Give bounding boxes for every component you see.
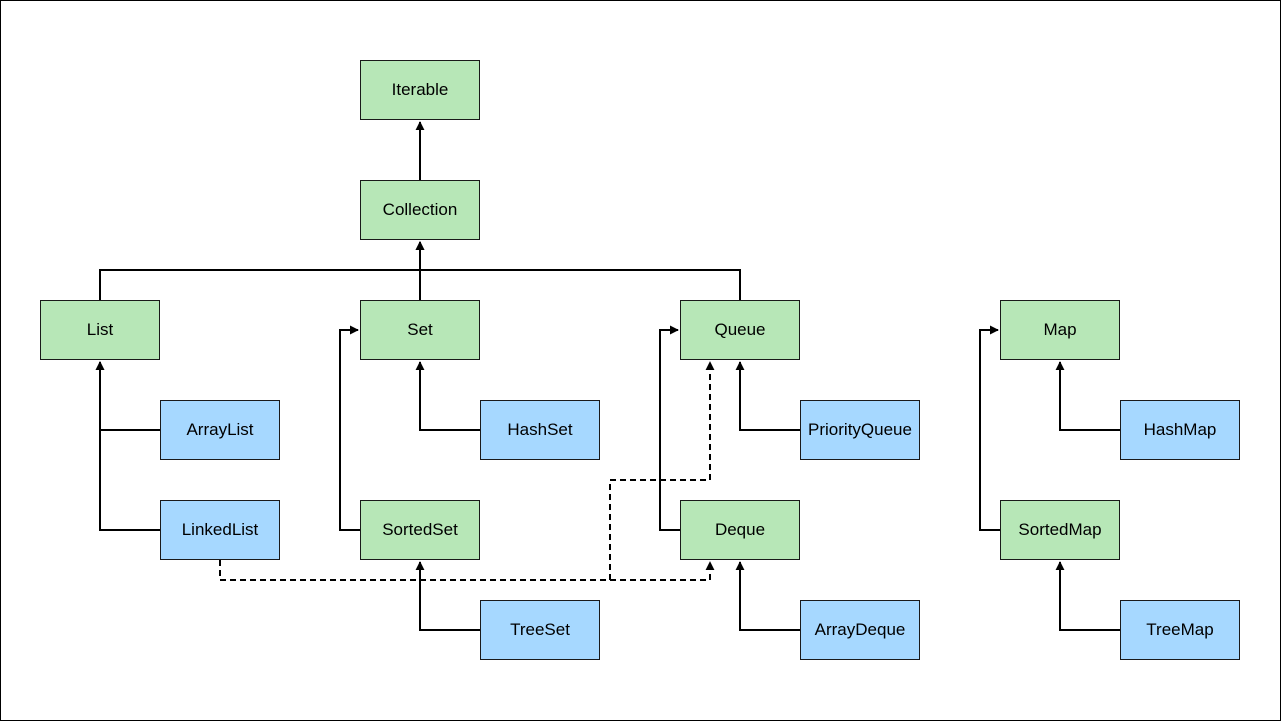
node-sortedmap: SortedMap (1000, 500, 1120, 560)
node-list: List (40, 300, 160, 360)
node-treemap: TreeMap (1120, 600, 1240, 660)
edge-hashset-to-set (415, 361, 480, 431)
edge-linkedlist-to-list (95, 361, 160, 531)
node-queue: Queue (680, 300, 800, 360)
node-sortedset: SortedSet (360, 500, 480, 560)
edge-arraylist-to-list (95, 361, 160, 431)
node-hashmap: HashMap (1120, 400, 1240, 460)
node-deque: Deque (680, 500, 800, 560)
edge-linkedlist-to-queue (219, 361, 715, 581)
edge-hashmap-to-map (1055, 361, 1120, 431)
node-arraylist: ArrayList (160, 400, 280, 460)
edge-list-to-collection (99, 241, 425, 300)
edge-treeset-to-sortedset (415, 561, 480, 631)
edge-treemap-to-sortedmap (1055, 561, 1120, 631)
node-linkedlist: LinkedList (160, 500, 280, 560)
edge-deque-to-queue (659, 325, 680, 531)
node-iterable: Iterable (360, 60, 480, 120)
edge-arraydeque-to-deque (735, 561, 800, 631)
edge-linkedlist-to-deque (219, 560, 715, 581)
edge-sortedmap-to-map (979, 325, 1000, 531)
node-set: Set (360, 300, 480, 360)
edge-queue-to-collection (415, 241, 741, 300)
node-collection: Collection (360, 180, 480, 240)
node-treeset: TreeSet (480, 600, 600, 660)
node-priorityqueue: PriorityQueue (800, 400, 920, 460)
node-arraydeque: ArrayDeque (800, 600, 920, 660)
edge-sortedset-to-set (339, 325, 360, 531)
node-map: Map (1000, 300, 1120, 360)
edge-priorityqueue-to-queue (735, 361, 800, 431)
node-hashset: HashSet (480, 400, 600, 460)
